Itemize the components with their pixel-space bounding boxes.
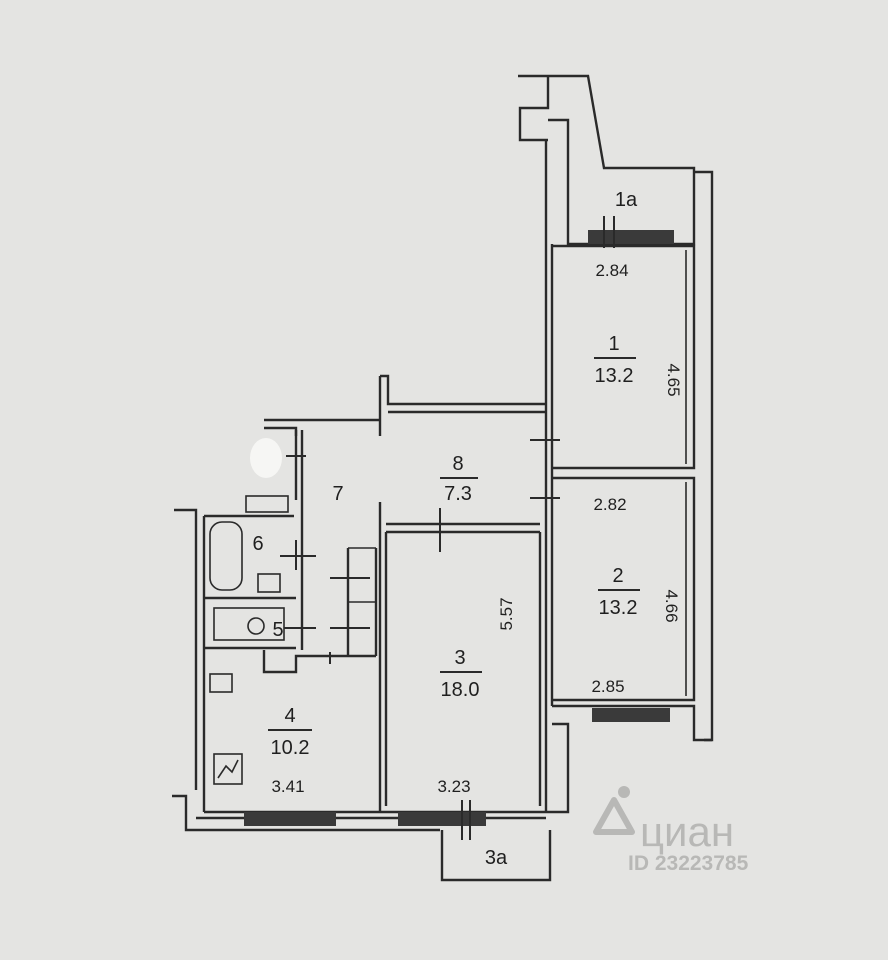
watermark-brand: циан [640,808,734,855]
room-6-number: 6 [252,533,263,555]
window-3 [398,812,486,826]
watermark: циан ID 23223785 [593,786,749,875]
dimension-room-2-length: 4.66 [662,589,681,622]
room-4-area: 10.2 [271,737,310,759]
room-labels: 1a 1 13.2 2 13.2 3 18.0 4 10.2 5 6 7 8 7… [252,189,640,869]
marker-blob [250,438,282,478]
window-4 [244,812,336,826]
room-3a-number: 3a [485,847,508,869]
room-1a-number: 1a [615,189,638,211]
watermark-id: ID 23223785 [628,852,749,875]
room-1-area: 13.2 [595,365,634,387]
room-3-area: 18.0 [441,679,480,701]
dimension-room-2-width-top: 2.82 [593,495,626,514]
room-2-number: 2 [612,565,623,587]
dimension-room-1-length: 4.65 [664,363,683,396]
windows [244,230,674,826]
room-3-number: 3 [454,647,465,669]
room-2-area: 13.2 [599,597,638,619]
room-8-area: 7.3 [444,483,472,505]
dimension-room-4-width: 3.41 [271,777,304,796]
walls [172,74,714,882]
room-5-number: 5 [272,619,283,641]
dimension-room-2-width-bottom: 2.85 [591,677,624,696]
room-8-number: 8 [452,453,463,475]
room-4-number: 4 [284,705,295,727]
dimension-room-3-length: 5.57 [497,597,516,630]
door-marks [280,216,615,840]
cian-logo-icon [593,786,635,835]
room-7-number: 7 [332,483,343,505]
window-2 [592,708,670,722]
room-1-number: 1 [608,333,619,355]
dimension-room-1-width: 2.84 [595,261,628,280]
window-1a [588,230,674,244]
dimension-room-3-width: 3.23 [437,777,470,796]
dimension-labels: 2.84 4.65 2.82 4.66 2.85 5.57 3.23 3.41 [271,261,683,796]
